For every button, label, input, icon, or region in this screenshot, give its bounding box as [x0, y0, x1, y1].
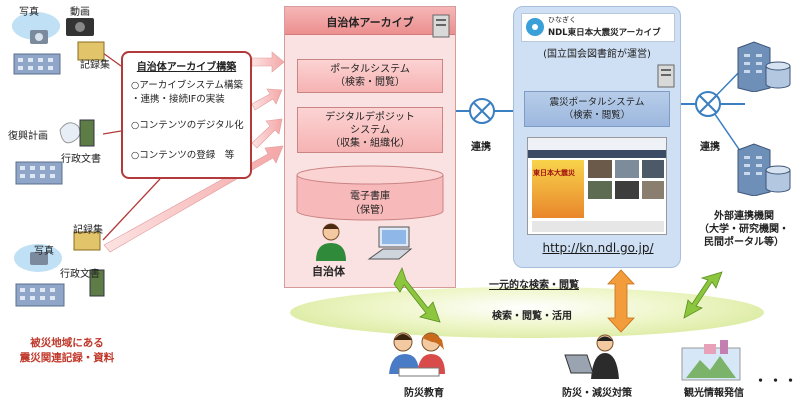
use-education: 防災教育 — [404, 388, 444, 399]
external-line: （大学・研究機関・ — [699, 224, 789, 235]
use-disaster: 防災・減災対策 — [562, 388, 632, 399]
ndl-operator: (国立国会図書館が運営) — [543, 49, 651, 60]
portal-line: ポータルシステム — [330, 64, 410, 75]
link-icon-left — [469, 98, 495, 124]
label-photo-top: 写真 — [19, 7, 39, 18]
flow-arrow-2 — [251, 88, 283, 111]
deposit-line: システム — [350, 125, 390, 136]
ndl-url[interactable]: http://kn.ndl.go.jp/ — [542, 241, 654, 255]
flow-arrow-1 — [251, 51, 285, 73]
library-cylinder — [296, 165, 444, 221]
caption-line1: 被災地域にある — [30, 337, 104, 349]
orange-arrow — [607, 269, 635, 333]
screenshot-banner: 東日本大震災 — [533, 169, 575, 177]
info-item: ○アーカイブシステム構築 — [131, 80, 243, 91]
person-icon — [316, 223, 346, 261]
external-line: 民間ポータル等） — [704, 237, 784, 248]
green-arrow-right — [683, 271, 723, 319]
source-group-top — [12, 12, 105, 75]
deposit-line: デジタルデポジット — [325, 112, 415, 123]
computer-icon — [367, 226, 413, 260]
quake-portal-line: （検索・閲覧） — [563, 110, 631, 121]
unified-search-label: 一元的な検索・閲覧 — [489, 280, 579, 291]
label-photo-bottom: 写真 — [34, 246, 54, 257]
portal-line: （検索・閲覧） — [335, 77, 405, 88]
external-line: 外部連携機関 — [714, 211, 774, 222]
ndl-logo-banner: ひなぎく NDL東日本大震災アーカイブ — [521, 13, 675, 42]
link-icon-right — [695, 91, 721, 117]
education-icon — [389, 332, 445, 377]
ndl-archive-panel: ひなぎく NDL東日本大震災アーカイブ (国立国会図書館が運営) 震災ポータルシ… — [513, 6, 681, 268]
info-item: ・連携・接続IFの実装 — [131, 94, 225, 105]
library-label: 電子書庫 — [350, 191, 390, 202]
green-arrow-left — [393, 266, 441, 323]
local-archive-title: 自治体アーカイブ — [326, 16, 414, 29]
info-item: ○コンテンツのデジタル化 — [131, 120, 244, 131]
deposit-system-box: デジタルデポジット システム （収集・組織化） — [297, 107, 443, 153]
archive-build-title: 自治体アーカイブ構築 — [136, 62, 237, 73]
label-records-top: 記録集 — [80, 60, 110, 71]
external-server-bottom — [737, 143, 791, 196]
disaster-prevention-icon — [564, 334, 619, 379]
server-icon — [432, 14, 450, 38]
ndl-name: NDL東日本大震災アーカイブ — [548, 28, 661, 38]
label-admin-doc-middle: 行政文書 — [61, 154, 101, 165]
local-gov-label: 自治体 — [312, 265, 345, 278]
deposit-line: （収集・組織化） — [330, 138, 410, 149]
portal-system-box: ポータルシステム （検索・閲覧） — [297, 59, 443, 93]
local-archive-panel: 自治体アーカイブ ポータルシステム （検索・閲覧） デジタルデポジット システム… — [284, 6, 456, 288]
use-ellipsis: ・・・ — [754, 374, 800, 389]
label-records-bottom: 記録集 — [73, 225, 103, 236]
server-icon — [657, 64, 675, 88]
quake-portal-box: 震災ポータルシステム （検索・閲覧） — [524, 91, 670, 127]
source-group-bottom — [14, 231, 105, 307]
link-label-left: 連携 — [471, 142, 491, 153]
use-tourism: 観光情報発信 — [684, 388, 744, 399]
quake-portal-line: 震災ポータルシステム — [549, 97, 645, 108]
external-server-top — [737, 41, 791, 92]
ellipse-label: 検索・閲覧・活用 — [492, 311, 572, 322]
local-archive-header: 自治体アーカイブ — [285, 7, 455, 35]
caption-line2: 震災関連記録・資料 — [19, 352, 115, 364]
site-screenshot: 東日本大震災 — [527, 137, 667, 235]
flow-arrow-3 — [251, 118, 283, 149]
tourism-icon — [681, 340, 741, 381]
label-video: 動画 — [70, 7, 90, 18]
library-label: （保管） — [350, 205, 390, 216]
archive-build-box: 自治体アーカイブ構築 ○アーカイブシステム構築 ・連携・接続IFの実装 ○コンテ… — [121, 51, 252, 179]
link-label-right: 連携 — [700, 142, 720, 153]
source-group-middle — [15, 119, 95, 185]
ndl-kana: ひなぎく — [548, 16, 577, 24]
info-item: ○コンテンツの登録 等 — [131, 150, 235, 161]
label-admin-doc-bottom: 行政文書 — [60, 269, 100, 280]
flower-logo-icon — [526, 18, 544, 36]
label-plan: 復興計画 — [8, 131, 48, 142]
